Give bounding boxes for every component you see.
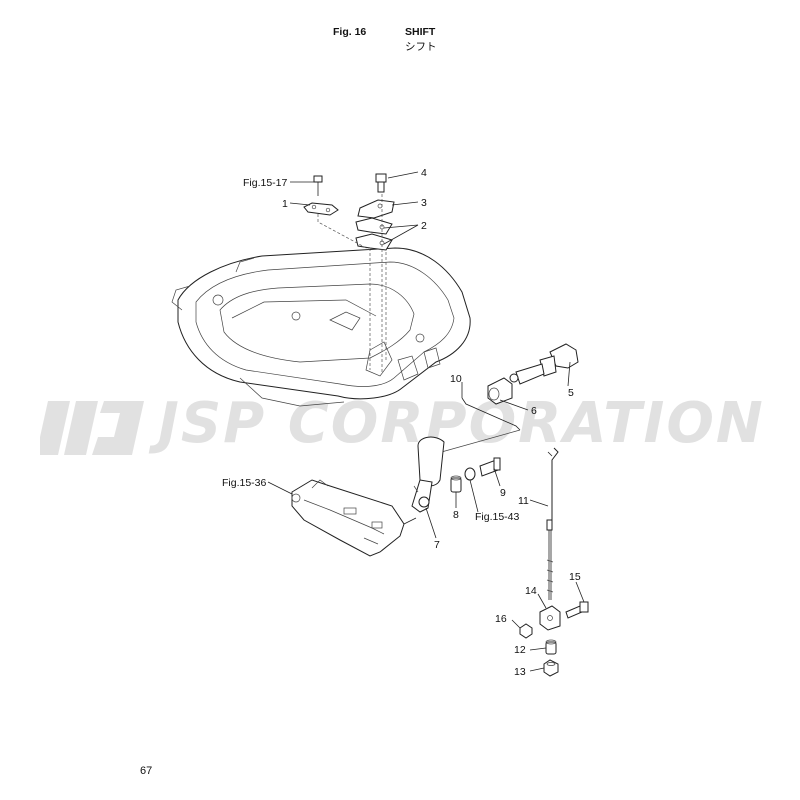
- part-9-bolt: [479, 457, 501, 477]
- callout-11: 11: [518, 495, 529, 507]
- part-7-shift-lever: [411, 436, 445, 513]
- callout-15: 15: [569, 571, 581, 583]
- figure-number: Fig. 16: [333, 26, 367, 38]
- part-8-collar: [450, 475, 462, 493]
- part-5-shift-shaft: [509, 343, 579, 385]
- callout-9: 9: [500, 487, 506, 499]
- part-2-clips: [355, 217, 393, 251]
- leader-lines: [267, 171, 585, 672]
- callout-labels: Fig.15-17 1 4 3 2 5 6 10 Fig.15-36 9 11 …: [222, 167, 581, 678]
- callout-10: 10: [450, 373, 462, 385]
- part-1-plate: [303, 202, 339, 216]
- figure-title-japanese: シフト: [405, 41, 437, 53]
- callout-12: 12: [514, 644, 526, 656]
- part-3-plate: [357, 199, 395, 219]
- part-12-spacer: [545, 639, 557, 655]
- part-16-nut: [519, 623, 533, 639]
- part-14-rod-connector: [539, 605, 561, 631]
- callout-7: 7: [434, 539, 440, 551]
- bolt-small: [313, 175, 323, 196]
- ref-fig-15-43: Fig.15-43: [475, 511, 520, 523]
- part-10-link-wire: [461, 397, 521, 431]
- ref-fig-15-17: Fig.15-17: [243, 177, 288, 189]
- ref-fig-15-36: Fig.15-36: [222, 477, 267, 489]
- bottom-cowling: [171, 247, 471, 407]
- callout-16: 16: [495, 613, 507, 625]
- callout-3: 3: [421, 197, 427, 209]
- callout-13: 13: [514, 666, 526, 678]
- washer: [464, 467, 476, 481]
- part-13-nut: [543, 659, 559, 677]
- part-15-bolt: [565, 601, 589, 619]
- part-11-shift-rod: [546, 447, 559, 600]
- part-6-bushing: [487, 377, 513, 405]
- callout-1: 1: [282, 198, 288, 210]
- callout-6: 6: [531, 405, 537, 417]
- callout-2: 2: [421, 220, 427, 232]
- part-4-bolt: [375, 173, 387, 193]
- shift-bracket: [291, 479, 417, 557]
- callout-8: 8: [453, 509, 459, 521]
- callout-4: 4: [421, 167, 427, 179]
- callout-5: 5: [568, 387, 574, 399]
- callout-14: 14: [525, 585, 537, 597]
- page-number: 67: [140, 765, 153, 777]
- figure-title: SHIFT: [405, 26, 436, 38]
